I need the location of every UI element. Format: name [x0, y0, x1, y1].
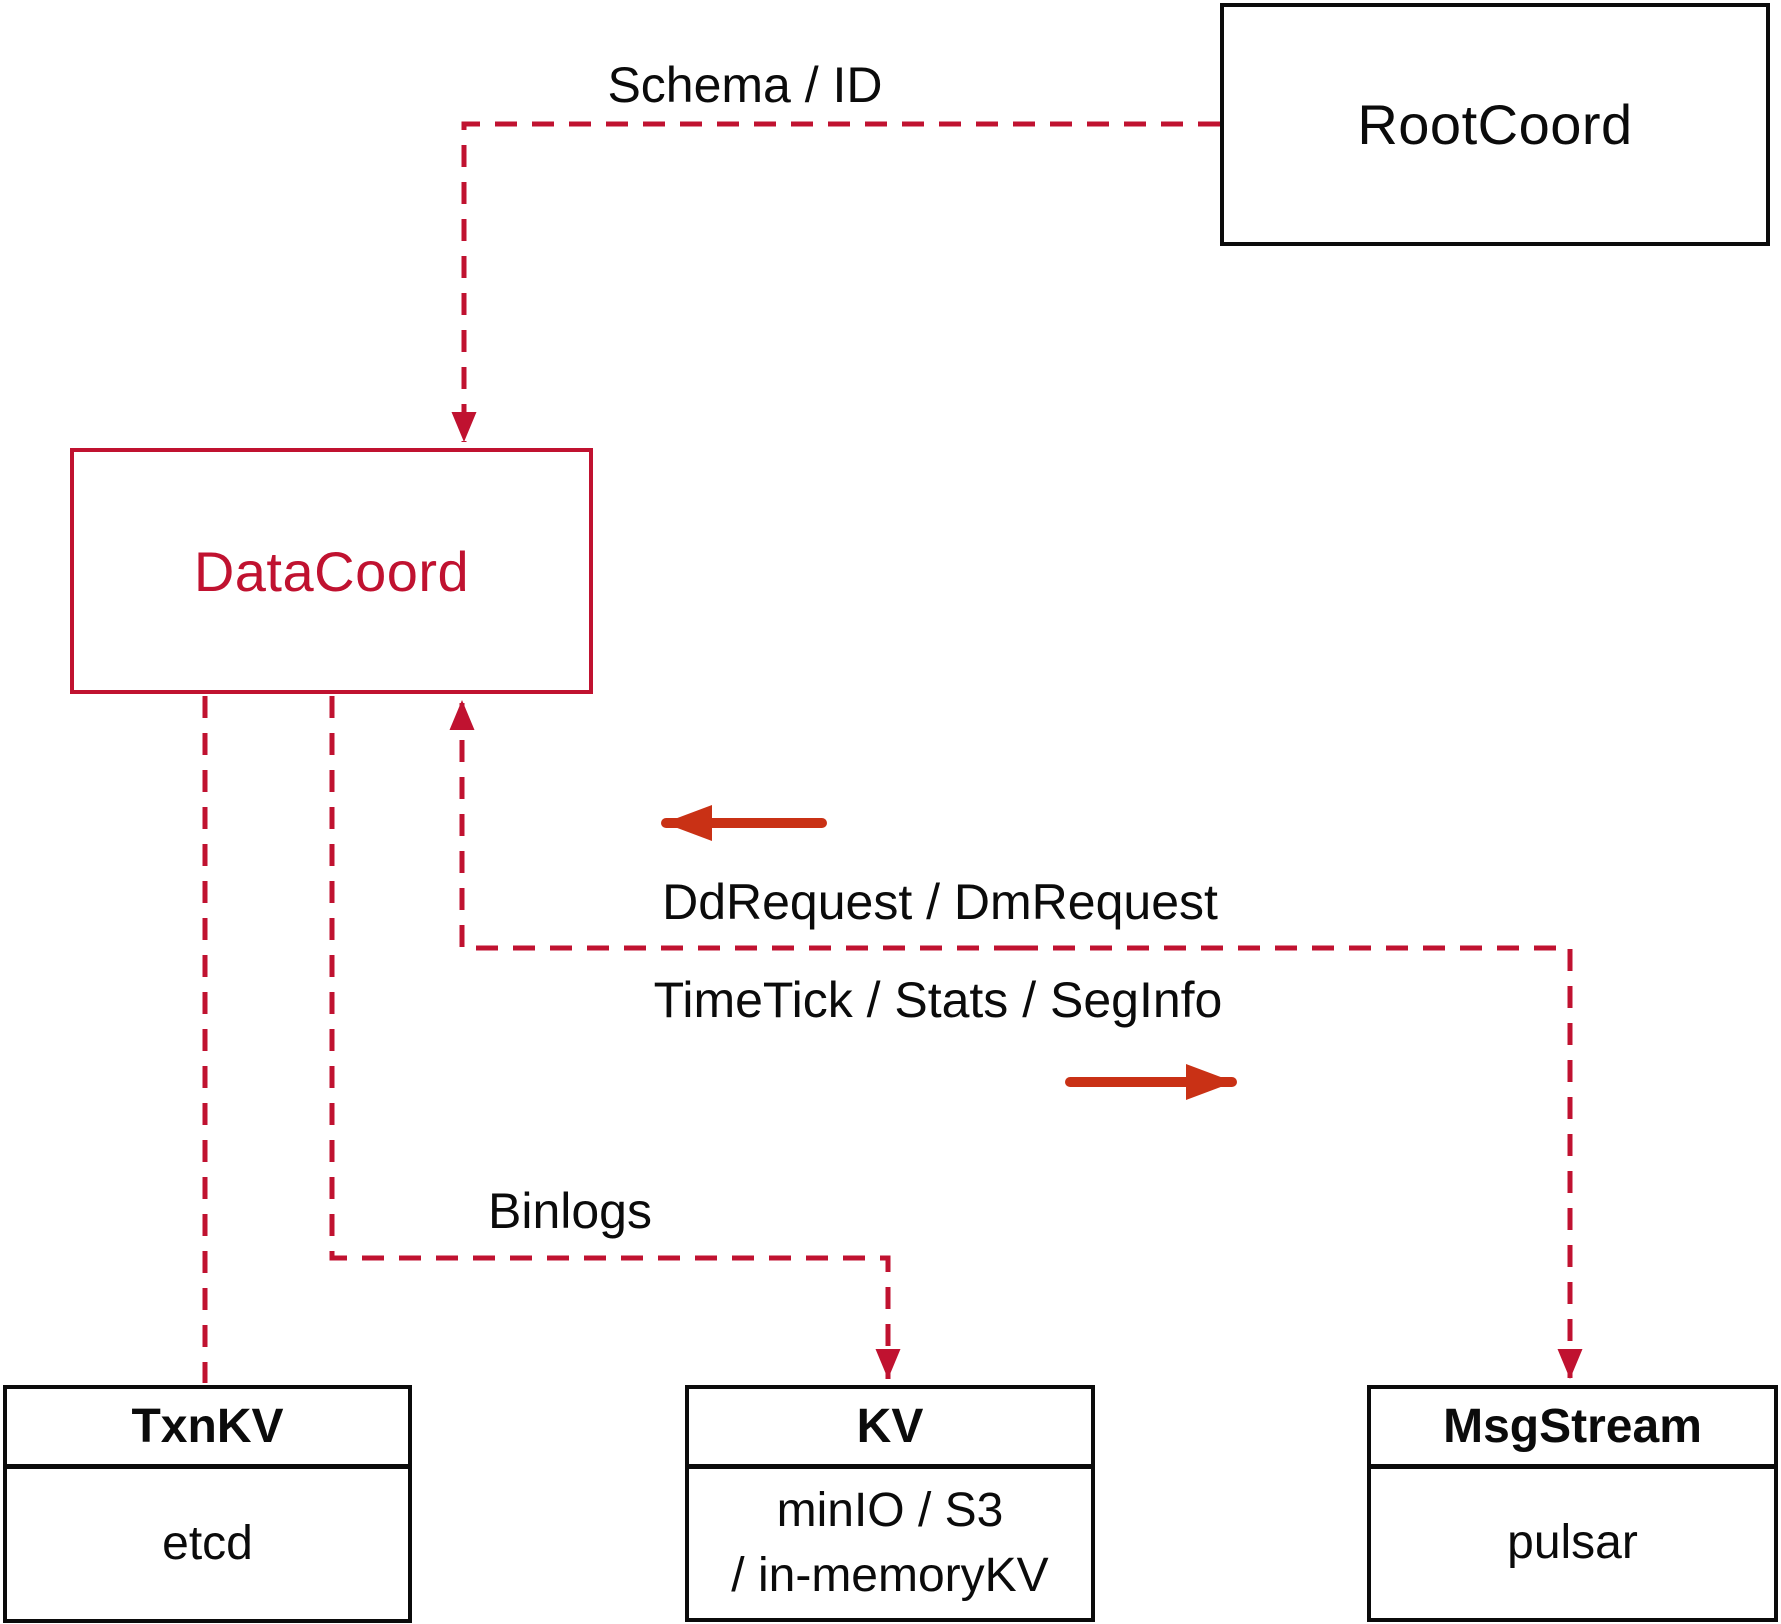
node-txnkv: TxnKV etcd — [3, 1385, 412, 1623]
edge-schema-id — [451, 121, 1220, 442]
kv-body: minIO / S3 / in-memoryKV — [689, 1469, 1091, 1618]
rootcoord-label: RootCoord — [1357, 93, 1633, 156]
node-msgstream: MsgStream pulsar — [1367, 1385, 1778, 1622]
edge-label-dd-request: DdRequest / DmRequest — [662, 874, 1218, 930]
edge-label-schema-id: Schema / ID — [607, 57, 883, 113]
edge-label-time-tick: TimeTick / Stats / SegInfo — [653, 972, 1223, 1028]
txnkv-body: etcd — [162, 1516, 253, 1570]
node-kv: KV minIO / S3 / in-memoryKV — [685, 1385, 1095, 1622]
txnkv-title: TxnKV — [7, 1389, 408, 1469]
edge-binlogs — [329, 696, 901, 1379]
node-datacoord: DataCoord — [70, 448, 593, 694]
kv-body-line2: / in-memoryKV — [731, 1548, 1049, 1602]
msgstream-body: pulsar — [1507, 1516, 1638, 1570]
kv-body-line1: minIO / S3 — [776, 1483, 1004, 1537]
node-rootcoord: RootCoord — [1220, 3, 1770, 246]
edge-label-binlogs: Binlogs — [488, 1183, 652, 1239]
msgstream-title: MsgStream — [1371, 1389, 1774, 1469]
kv-title: KV — [689, 1389, 1091, 1469]
datacoord-label: DataCoord — [193, 539, 470, 603]
edge-msgstream-datacoord — [449, 700, 1016, 951]
